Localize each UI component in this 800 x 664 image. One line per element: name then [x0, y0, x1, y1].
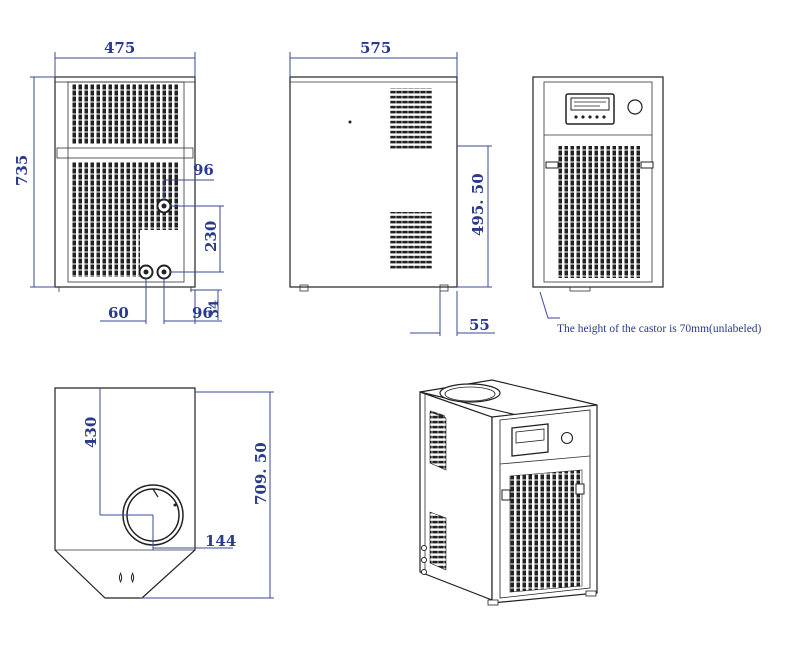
- side-body-outline: [289, 76, 458, 288]
- drain-symbol-left-icon: ≬: [118, 571, 123, 584]
- iso-front-grille: [509, 469, 583, 593]
- left-handle: [545, 161, 559, 169]
- iso-upper-vent: [429, 411, 447, 471]
- dim-side-height: 495. 50: [469, 173, 487, 236]
- iso-power-switch-icon: [560, 431, 574, 445]
- dim-port-left: 60: [108, 304, 129, 322]
- dim-top-depth: 709. 50: [252, 442, 270, 505]
- dim-port-spacing: 230: [202, 221, 220, 252]
- rear-upper-grille: [70, 84, 180, 144]
- power-switch-icon: [627, 99, 643, 115]
- isometric-view: [419, 379, 598, 606]
- iso-left-handle: [501, 489, 511, 501]
- top-view: ≬ ≬ 430 144 709. 50: [54, 387, 274, 599]
- dim-width-rear: 475: [104, 39, 135, 57]
- dim-top-opening: 430: [82, 417, 100, 448]
- front-grille: [556, 146, 642, 278]
- drain-symbol-right-icon: ≬: [130, 571, 135, 584]
- right-handle: [640, 161, 654, 169]
- dim-opening-diameter: 144: [205, 532, 236, 550]
- front-body-outline: [532, 76, 664, 288]
- side-upper-vent: [390, 88, 432, 150]
- iso-lower-vent: [429, 511, 447, 571]
- dim-port-right: 96: [192, 304, 213, 322]
- side-view: 575 495. 50 55: [289, 39, 495, 336]
- dim-depth-side: 575: [360, 39, 391, 57]
- castor-note: The height of the castor is 70mm(unlabel…: [557, 323, 762, 335]
- iso-right-handle: [575, 483, 585, 495]
- side-lower-vent: [390, 212, 432, 270]
- front-view: The height of the castor is 70mm(unlabel…: [532, 76, 762, 335]
- dim-port-bottom: 34: [207, 300, 222, 318]
- dim-castor-offset: 55: [469, 316, 490, 334]
- rear-handle-bar: [56, 147, 194, 159]
- dim-height: 735: [13, 155, 31, 186]
- dim-port-upper: 96: [193, 161, 214, 179]
- rear-view: 475 735 96 230 60 96 34: [13, 39, 224, 324]
